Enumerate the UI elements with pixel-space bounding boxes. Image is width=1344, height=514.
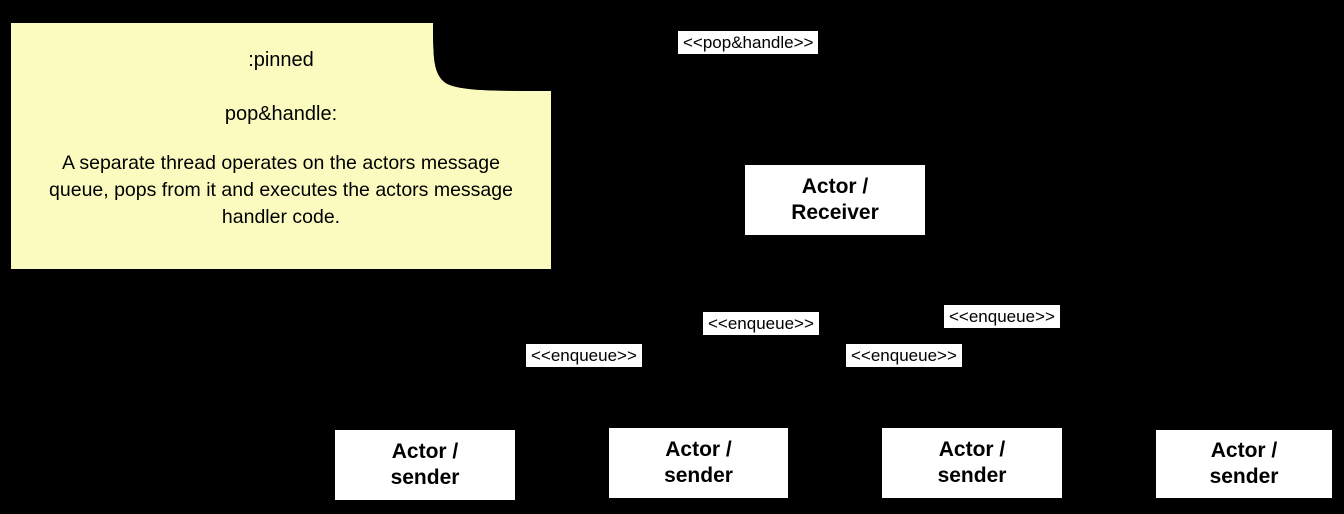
folded-corner-icon [433,22,552,91]
actor-sender-3-line1: Actor / [938,438,1006,461]
stereotype-pop-handle[interactable]: <<pop&handle>> [678,31,819,54]
note-subtitle: pop&handle: [224,103,338,125]
actor-receiver-box[interactable]: Actor / Receiver [745,165,925,235]
note-title: :pinned [248,49,314,71]
stereotype-enqueue-3[interactable]: <<enqueue>> [846,344,962,367]
actor-sender-box-4[interactable]: Actor / sender [1156,430,1332,498]
actor-sender-2-line1: Actor / [665,438,732,461]
actor-sender-4-line2: sender [1209,465,1279,488]
stereotype-enqueue-1[interactable]: <<enqueue>> [526,344,642,367]
actor-sender-2-line2: sender [664,464,733,487]
pinned-note[interactable]: :pinned pop&handle: A separate thread op… [10,22,552,270]
note-shape [10,22,552,270]
stereotype-enqueue-2[interactable]: <<enqueue>> [703,312,819,335]
actor-receiver-line1: Actor / [801,175,869,198]
actor-sender-box-2[interactable]: Actor / sender [609,428,788,498]
actor-sender-1-line2: sender [390,466,460,489]
actor-sender-3-line2: sender [937,464,1007,487]
note-content: :pinned pop&handle: A separate thread op… [10,22,552,270]
actor-sender-4-line1: Actor / [1210,439,1278,462]
actor-sender-box-1[interactable]: Actor / sender [335,430,515,500]
actor-receiver-line2: Receiver [791,201,879,224]
actor-sender-1-line1: Actor / [391,440,459,463]
stereotype-enqueue-4[interactable]: <<enqueue>> [944,305,1060,328]
actor-sender-box-3[interactable]: Actor / sender [882,428,1062,498]
note-body-text: A separate thread operates on the actors… [49,152,513,228]
